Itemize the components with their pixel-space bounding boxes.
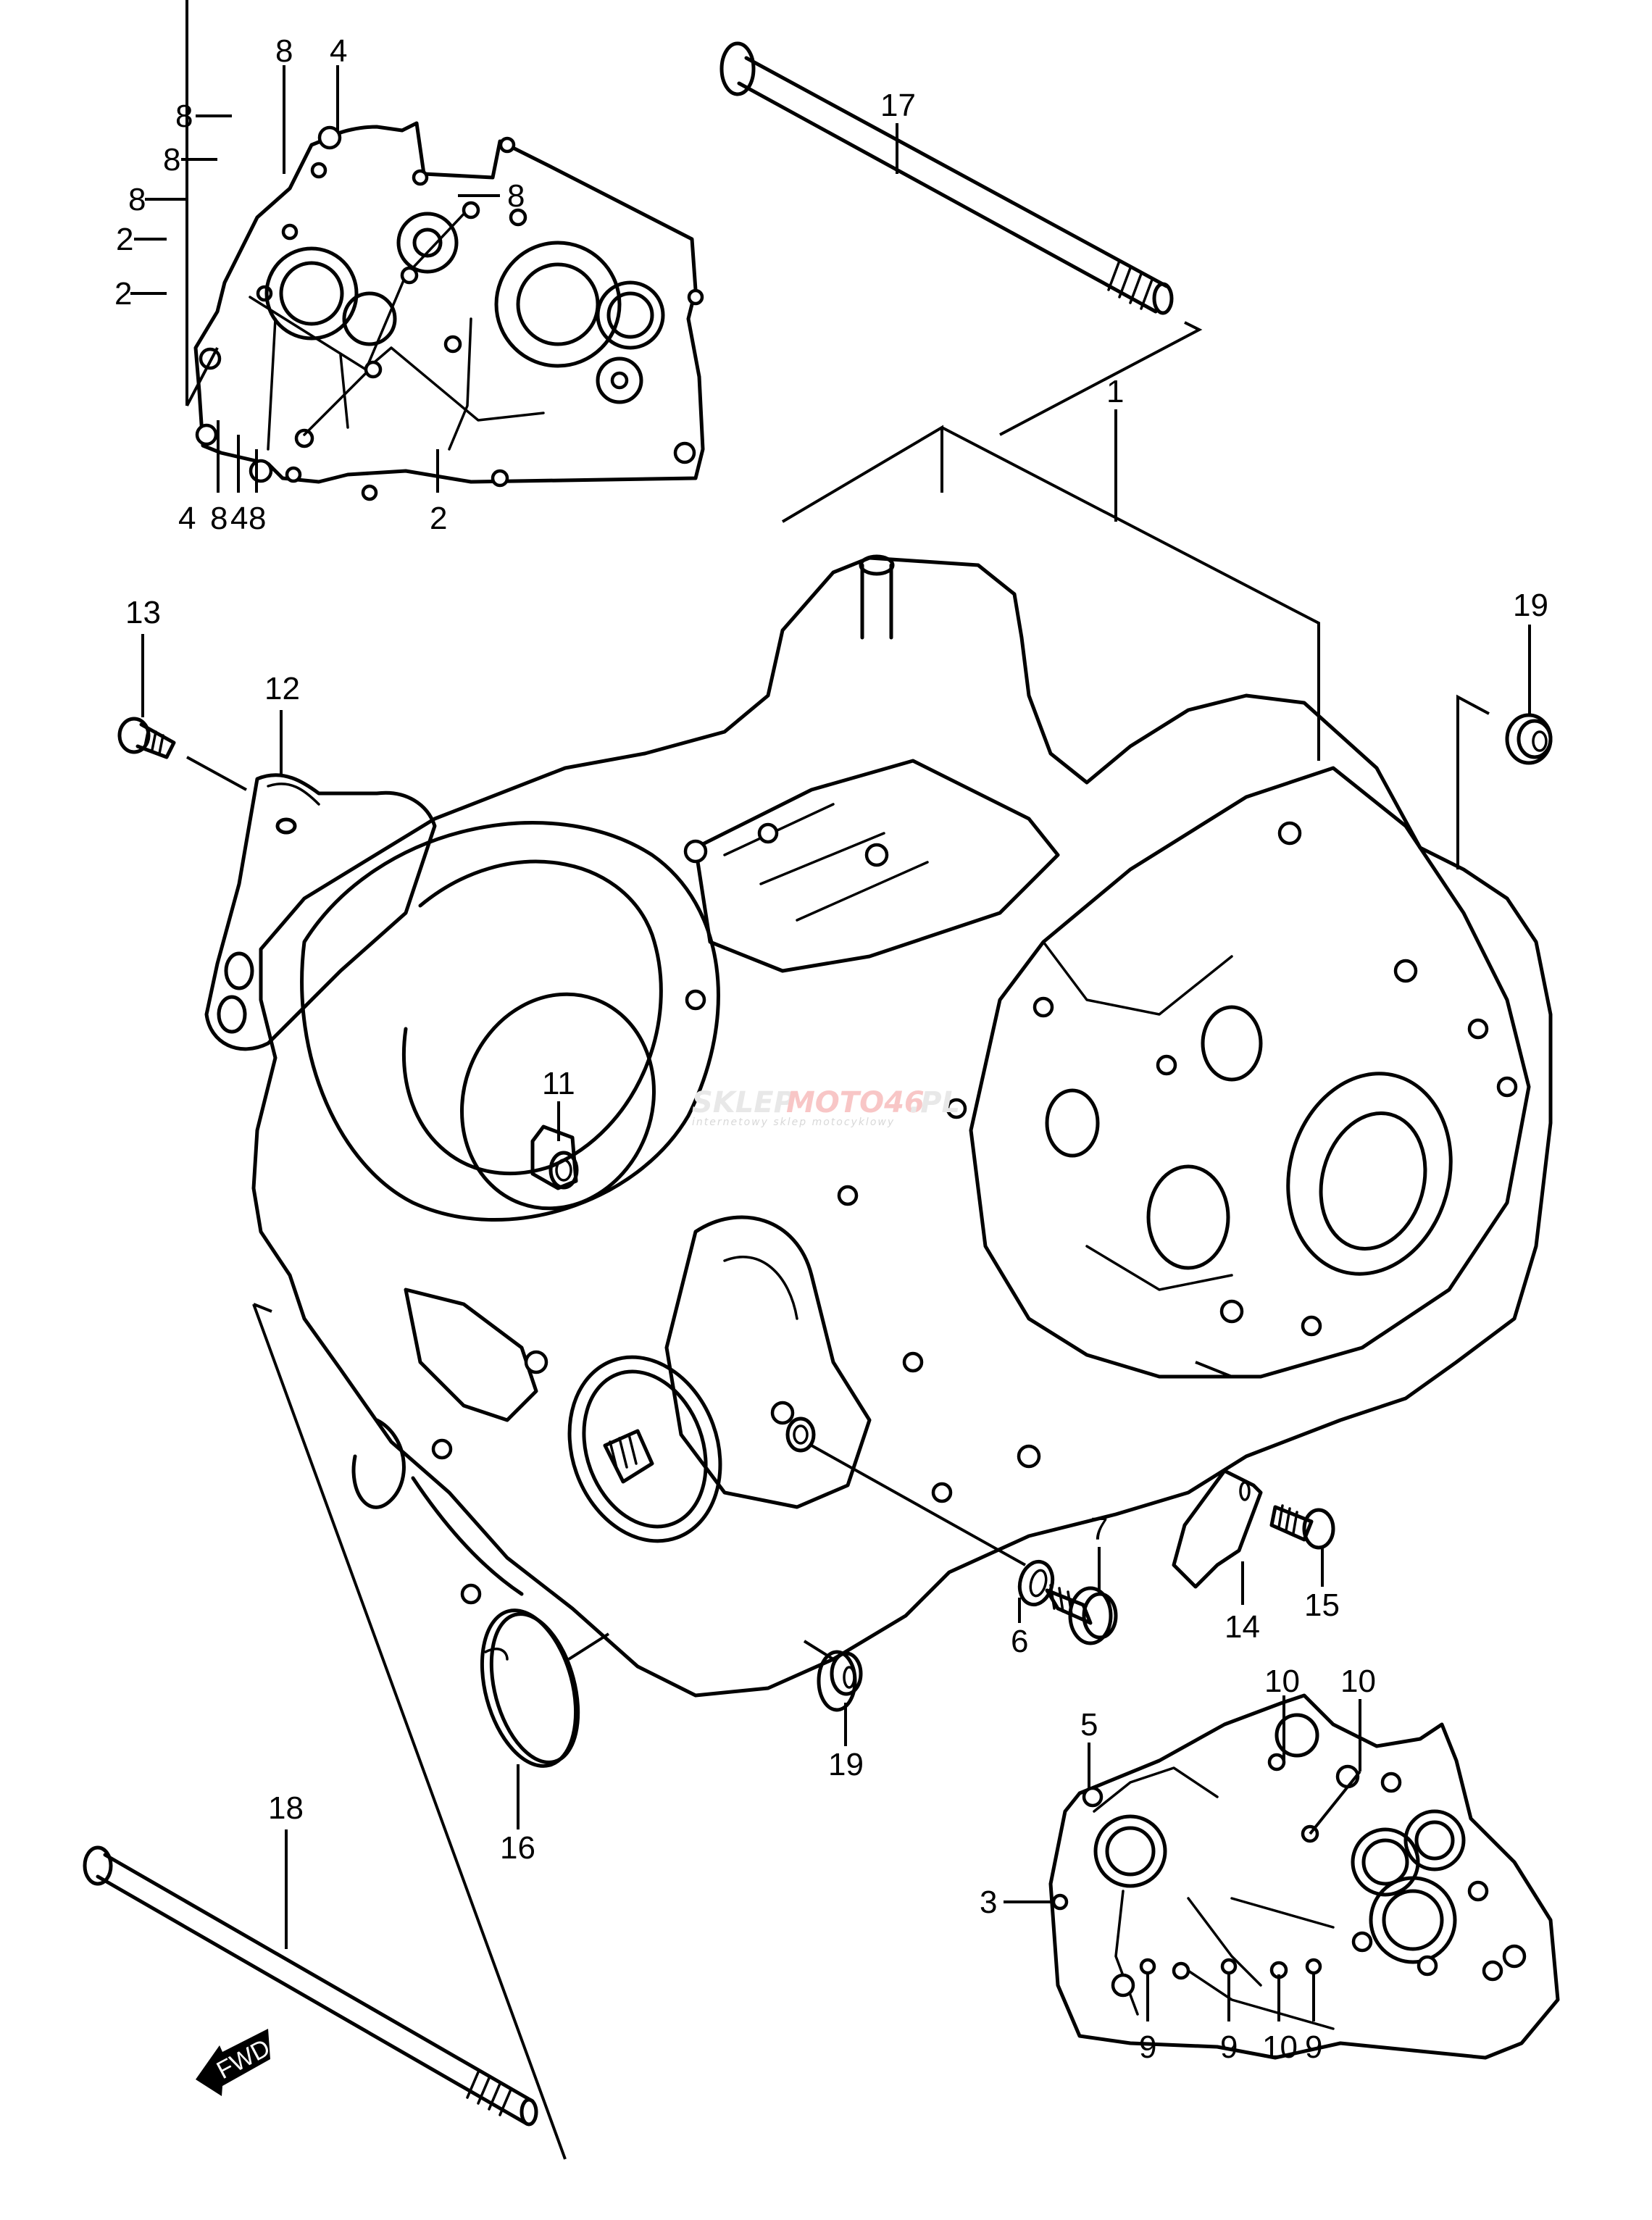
callout: 5 — [1080, 1707, 1098, 1743]
leader-13-to-12 — [186, 756, 247, 791]
top-view-leaders — [130, 0, 500, 493]
callout: 8 — [128, 182, 146, 217]
bottom-view-leaders — [1004, 1695, 1361, 2021]
watermark: SKLEP MOTO46 .PL internetowy sklep motoc… — [692, 1086, 960, 1128]
callout: 4 — [330, 33, 347, 69]
cap-16 — [480, 1608, 580, 1768]
callout: 2 — [114, 276, 132, 312]
nut-19-upper — [1505, 713, 1553, 765]
bushing-11 — [530, 1124, 579, 1190]
top-crankcase-view — [193, 121, 705, 501]
svg-text:SKLEP: SKLEP — [692, 1086, 795, 1119]
bottom-crankcase-view — [1048, 1693, 1560, 2060]
callout-19-upper: 19 — [1513, 588, 1548, 623]
callout: 4 — [230, 501, 248, 536]
screw-13 — [117, 717, 176, 759]
callout-14: 14 — [1225, 1609, 1260, 1645]
callout: 8 — [210, 501, 228, 536]
stud-bolt-18 — [83, 1845, 538, 2127]
callout-17: 17 — [880, 88, 916, 123]
callout-7: 6 — [1011, 1624, 1028, 1659]
callout: 10 — [1264, 1664, 1300, 1699]
leader-19-upper-bracket — [1456, 694, 1490, 869]
nut-19-lower — [817, 1650, 863, 1712]
callout: 8 — [249, 501, 266, 536]
leader-16-to-case — [567, 1632, 610, 1661]
callout: 4 — [178, 501, 196, 536]
callout: 9 — [1220, 2029, 1238, 2065]
callout: 8 — [275, 33, 293, 69]
plate-14 — [1172, 1469, 1263, 1589]
callout-19-lower: 19 — [828, 1747, 864, 1782]
callout: 3 — [980, 1885, 997, 1920]
callout-18: 18 — [268, 1790, 304, 1826]
callout: 8 — [175, 99, 193, 134]
callout: 8 — [507, 178, 525, 214]
callout-15: 15 — [1304, 1587, 1340, 1623]
drain-plug-6 — [1045, 1584, 1118, 1645]
callout-13: 13 — [125, 595, 161, 630]
callout: 8 — [163, 142, 180, 178]
bracket-12 — [204, 773, 437, 1051]
callout-6: 7 — [1090, 1511, 1108, 1547]
callout-1: 1 — [1106, 374, 1124, 409]
callout: 10 — [1340, 1664, 1376, 1699]
leader-19-lower-to-case — [803, 1640, 835, 1661]
callout: 2 — [430, 501, 447, 536]
gasket-7 — [1017, 1559, 1055, 1607]
leader-1 — [781, 321, 1320, 761]
callout-16: 16 — [500, 1830, 535, 1866]
svg-text:internetowy sklep motocyklowy: internetowy sklep motocyklowy — [692, 1117, 895, 1128]
svg-text:.PL: .PL — [909, 1086, 960, 1119]
fwd-direction-arrow: FWD — [196, 2029, 275, 2096]
callout: 10 — [1262, 2029, 1298, 2065]
top-view-callouts: 8 4 8 8 8 8 2 2 4 8 4 8 2 — [114, 33, 525, 536]
callout: 9 — [1139, 2029, 1156, 2065]
bottom-view-callouts: 10 10 5 3 9 9 10 9 — [980, 1664, 1376, 2065]
stud-bolt-17 — [719, 41, 1174, 315]
callout-12: 12 — [264, 671, 300, 706]
bolt-15 — [1269, 1504, 1335, 1550]
leader-18-bracket — [252, 1303, 567, 2160]
main-crankcase-assembly — [251, 554, 1553, 1698]
svg-text:MOTO46: MOTO46 — [786, 1086, 925, 1119]
callout: 9 — [1305, 2029, 1322, 2065]
callout: 2 — [116, 222, 133, 257]
callout-11: 11 — [542, 1066, 575, 1101]
